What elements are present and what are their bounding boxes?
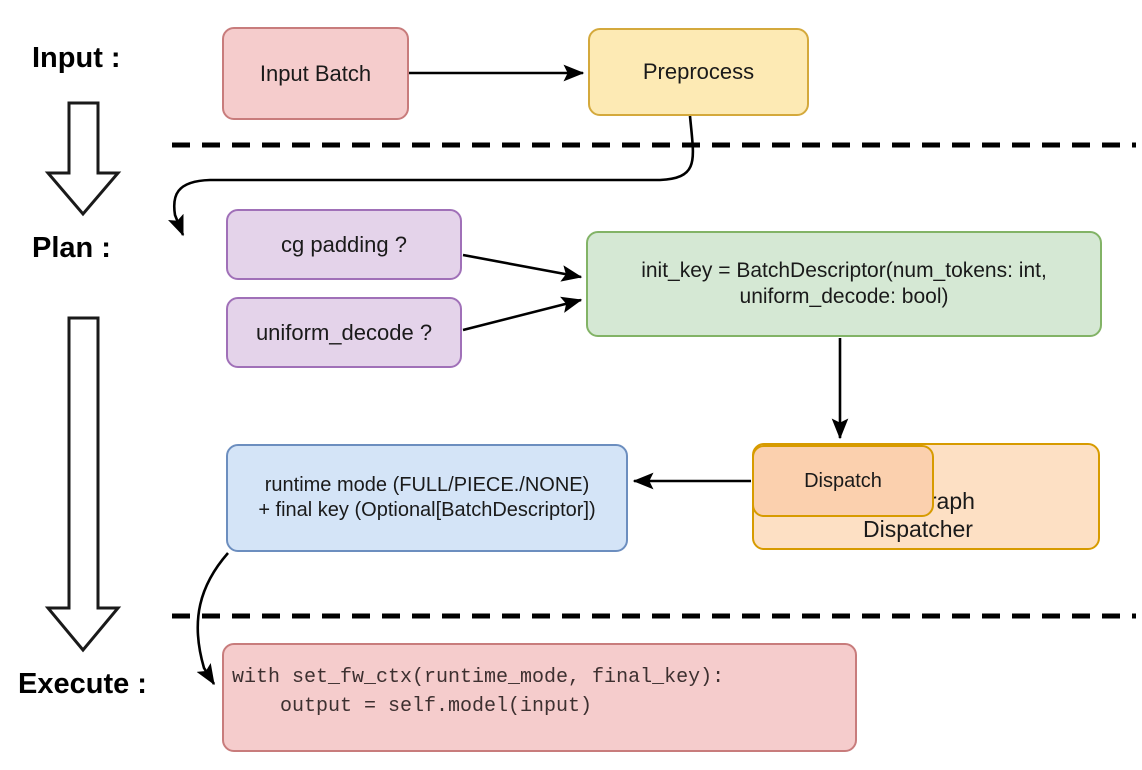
node-execute-code-line1: with set_fw_ctx(runtime_mode, final_key)…: [232, 666, 725, 689]
arrow-cg-padding-to-init-key: [462, 253, 583, 282]
node-runtime-mode[interactable]: runtime mode (FULL/PIECE./NONE) + final …: [226, 444, 628, 552]
node-execute-code-line2: output = self.model(input): [232, 695, 593, 718]
node-input-batch[interactable]: Input Batch: [222, 27, 409, 120]
stage-label-execute: Execute :: [18, 668, 147, 700]
node-runtime-mode-line2: + final key (Optional[BatchDescriptor]): [258, 499, 596, 521]
node-dispatch[interactable]: Dispatch: [752, 445, 934, 517]
stage-label-input: Input :: [32, 42, 121, 74]
stage-block-arrow-input: [44, 101, 122, 217]
node-cudagraph-dispatcher-line2: Dispatcher: [863, 516, 973, 543]
arrow-uniform-decode-to-init-key: [462, 296, 583, 332]
stage-block-arrow-plan: [44, 316, 122, 653]
node-preprocess-label: Preprocess: [642, 59, 755, 85]
node-init-key[interactable]: init_key = BatchDescriptor(num_tokens: i…: [586, 231, 1102, 337]
node-runtime-mode-line1: runtime mode (FULL/PIECE./NONE): [264, 474, 590, 496]
node-init-key-line1: init_key = BatchDescriptor(num_tokens: i…: [641, 258, 1047, 282]
arrow-preprocess-to-cg-padding: [168, 115, 695, 237]
node-dispatch-label: Dispatch: [804, 469, 882, 492]
node-cg-padding-label: cg padding ?: [281, 231, 407, 257]
node-input-batch-label: Input Batch: [259, 60, 372, 86]
stage-label-plan: Plan :: [32, 232, 111, 264]
node-uniform-decode-label: uniform_decode ?: [255, 319, 433, 345]
node-uniform-decode[interactable]: uniform_decode ?: [226, 297, 462, 368]
node-preprocess[interactable]: Preprocess: [588, 28, 809, 116]
arrow-runtime-mode-to-code: [196, 552, 229, 686]
node-cg-padding[interactable]: cg padding ?: [226, 209, 462, 280]
node-execute-code[interactable]: with set_fw_ctx(runtime_mode, final_key)…: [222, 643, 857, 752]
node-init-key-line2: uniform_decode: bool): [739, 285, 949, 308]
